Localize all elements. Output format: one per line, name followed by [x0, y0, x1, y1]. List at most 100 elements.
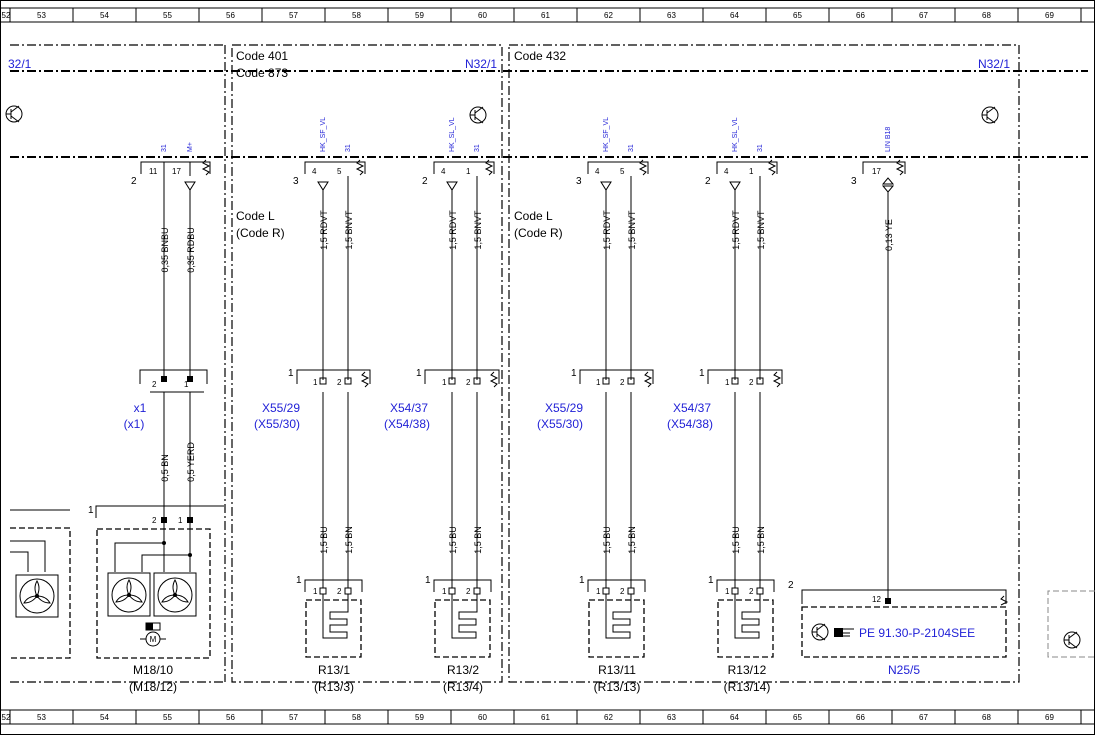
svg-text:2: 2 — [705, 176, 711, 187]
wire-label-ye: 0,13 YE — [884, 219, 894, 251]
svg-text:31: 31 — [345, 144, 352, 152]
wire-label-bnvt: 1,5 BNVT — [627, 210, 637, 250]
column-number: 68 — [982, 11, 991, 20]
svg-text:4: 4 — [595, 167, 600, 176]
connector-x54-alt-label: (X54/38) — [667, 417, 713, 431]
pe-reference-link[interactable]: PE 91.30-P-2104SEE — [859, 626, 975, 640]
svg-text:1: 1 — [184, 380, 189, 389]
heater-icon — [322, 594, 349, 639]
connector-x55-label: X55/29 — [262, 401, 300, 415]
column-number: 57 — [289, 713, 298, 722]
wire-label-bnbu: 0,35 BNBU — [160, 227, 170, 272]
svg-text:M+: M+ — [187, 142, 194, 152]
svg-text:5: 5 — [620, 167, 625, 176]
column-number: 63 — [667, 713, 676, 722]
column-number: 58 — [352, 713, 361, 722]
svg-text:2: 2 — [152, 516, 157, 525]
column-number: 64 — [730, 713, 739, 722]
column-number: 60 — [478, 713, 487, 722]
column-number: 53 — [37, 11, 46, 20]
svg-text:2: 2 — [466, 378, 471, 387]
n25-label: N25/5 — [888, 663, 920, 677]
svg-text:1: 1 — [442, 378, 447, 387]
svg-text:17: 17 — [872, 167, 881, 176]
heater-icon — [734, 594, 761, 639]
heater-r13-11: 1 1 2 — [579, 575, 646, 658]
connector-x55-alt-label: (X55/30) — [254, 417, 300, 431]
wire-label-rdbu: 0,35 RDBU — [186, 227, 196, 273]
svg-text:31: 31 — [757, 144, 764, 152]
svg-text:3: 3 — [293, 176, 299, 187]
wire-label-rdvt: 1,5 RDVT — [448, 210, 458, 250]
r13-2-label: R13/2 — [447, 663, 479, 677]
connector-x55-label: X55/29 — [545, 401, 583, 415]
svg-text:3: 3 — [576, 176, 582, 187]
connector-x55-a: 1 1 2 — [288, 368, 371, 388]
transistor-icon — [469, 106, 487, 124]
svg-text:5: 5 — [337, 167, 342, 176]
svg-text:1: 1 — [178, 516, 183, 525]
svg-text:2: 2 — [152, 380, 157, 389]
connector-x1-label: x1 — [134, 401, 147, 415]
wire-lines — [163, 176, 889, 600]
svg-text:31: 31 — [161, 144, 168, 152]
code-873-label: Code 873 — [236, 66, 288, 80]
column-number: 66 — [856, 11, 865, 20]
pointing-hand-icon — [834, 628, 854, 637]
module-connector-2-sl-b: 2 4 1 HK_SL_VL 31 — [705, 117, 778, 191]
column-number: 54 — [100, 713, 109, 722]
svg-text:1: 1 — [425, 575, 431, 586]
m18-label: M18/10 — [133, 663, 173, 677]
code-432-label: Code 432 — [514, 49, 566, 63]
fan-icon — [15, 574, 59, 618]
wire-label-rdvt: 1,5 RDVT — [731, 210, 741, 250]
r13-1-alt-label: (R13/3) — [314, 680, 354, 694]
svg-text:2: 2 — [749, 378, 754, 387]
wire-label-bu: 1,5 BU — [731, 526, 741, 554]
module-connector-2-sl: 2 4 1 HK_SL_VL 31 — [422, 117, 495, 191]
svg-text:1: 1 — [708, 575, 714, 586]
svg-text:2: 2 — [422, 176, 428, 187]
column-number: 52 — [2, 713, 11, 722]
heater-r13-12: 1 1 2 — [708, 575, 775, 658]
column-number: 55 — [163, 11, 172, 20]
left-module-label: 32/1 — [8, 57, 32, 71]
column-number: 52 — [2, 11, 11, 20]
svg-text:2: 2 — [620, 587, 625, 596]
heater-icon — [605, 594, 632, 639]
wire-label-bn-15: 1,5 BN — [627, 526, 637, 554]
svg-text:17: 17 — [172, 167, 181, 176]
column-number: 59 — [415, 11, 424, 20]
transistor-icon — [811, 623, 829, 641]
connector-x54-label: X54/37 — [390, 401, 428, 415]
connector-x54-b: 1 1 2 — [699, 368, 783, 388]
column-number: 55 — [163, 713, 172, 722]
module-n25-5: 2 12 — [788, 580, 1009, 658]
svg-text:M: M — [150, 635, 157, 644]
svg-text:11: 11 — [149, 167, 158, 176]
variant-label-alt: (Code R) — [514, 226, 563, 240]
svg-text:1: 1 — [466, 167, 471, 176]
wire-label-bnvt: 1,5 BNVT — [344, 210, 354, 250]
heater-icon — [451, 594, 478, 639]
svg-text:1: 1 — [296, 575, 302, 586]
svg-text:4: 4 — [441, 167, 446, 176]
column-number: 62 — [604, 11, 613, 20]
svg-text:2: 2 — [620, 378, 625, 387]
module-b-label: N32/1 — [978, 57, 1010, 71]
svg-text:1: 1 — [596, 378, 601, 387]
wire-label-rdvt: 1,5 RDVT — [319, 210, 329, 250]
section-code-432-frame — [508, 44, 1020, 683]
partial-component-left — [10, 509, 71, 659]
svg-text:2: 2 — [466, 587, 471, 596]
wire-label-bn-15: 1,5 BN — [473, 526, 483, 554]
wire-label-bnvt: 1,5 BNVT — [756, 210, 766, 250]
section-code-401-frame — [231, 44, 503, 683]
variant-label: Code L — [514, 209, 553, 223]
svg-text:1: 1 — [313, 587, 318, 596]
transistor-icon — [5, 105, 23, 123]
svg-text:1: 1 — [725, 378, 730, 387]
r13-2-alt-label: (R13/4) — [443, 680, 483, 694]
module-connector-2-left: 2 11 17 31 M+ — [131, 142, 211, 191]
